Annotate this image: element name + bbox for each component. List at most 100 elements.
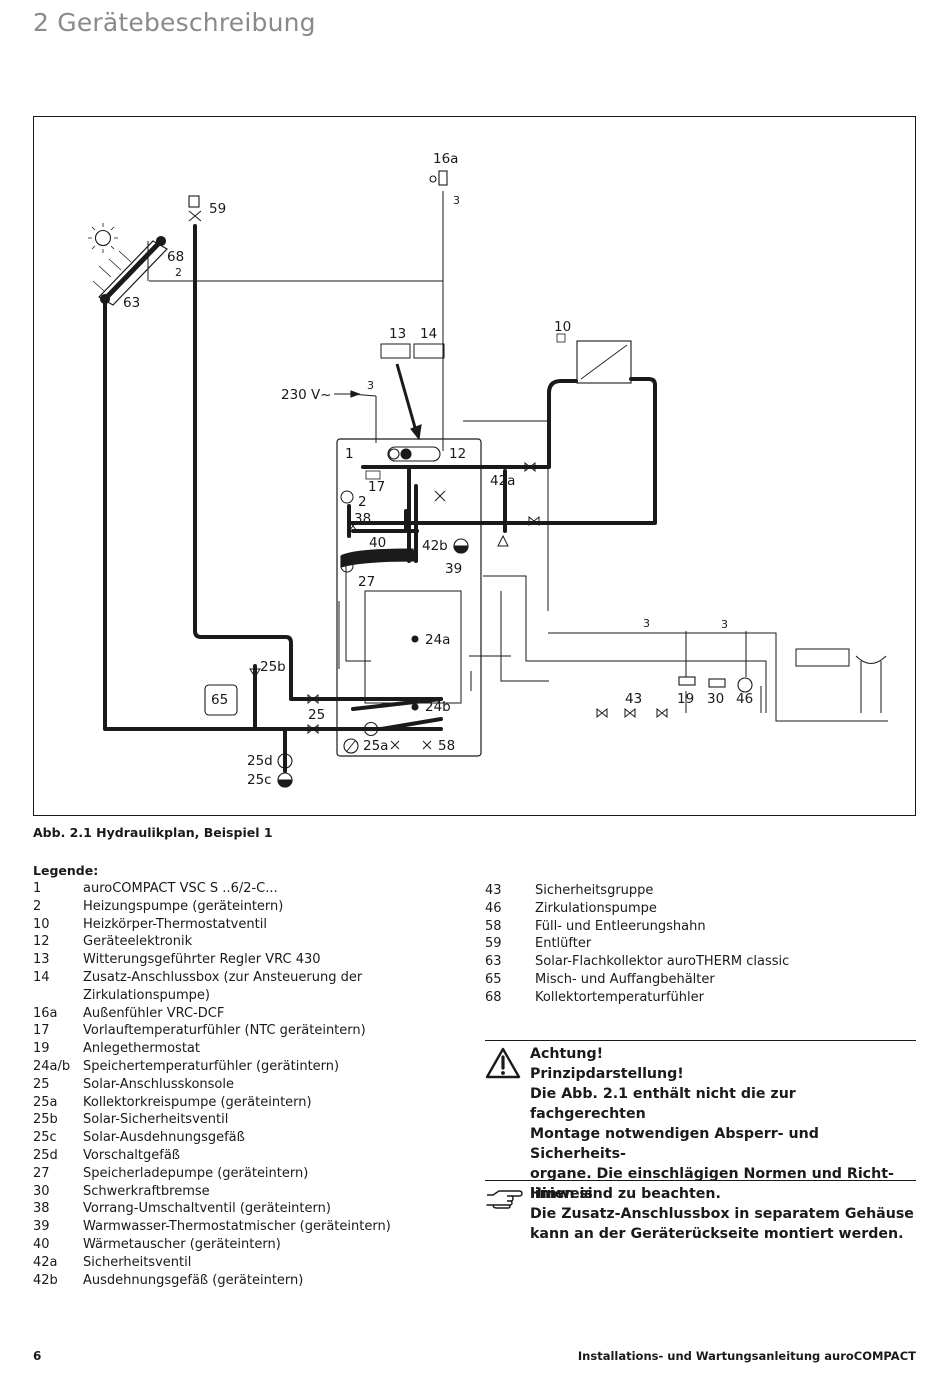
storage-tank — [364, 590, 462, 704]
label-3d: 3 — [721, 618, 728, 631]
pump-2 — [340, 490, 354, 504]
circulation-pump-46 — [737, 677, 753, 693]
label-2b: 2 — [358, 494, 367, 510]
warning-title: Achtung! — [530, 1046, 604, 1062]
pointing-hand-icon — [486, 1190, 523, 1209]
label-16a: 16a — [433, 151, 458, 167]
label-17: 17 — [368, 479, 385, 495]
pump-25a — [363, 721, 379, 737]
label-1: 1 — [345, 446, 354, 462]
hint-text-line: Die Zusatz-Anschlussbox in separatem Geh… — [530, 1206, 914, 1222]
label-68: 68 — [167, 249, 184, 265]
legend-title: Legende: — [33, 863, 99, 878]
label-24a: 24a — [425, 632, 450, 648]
label-10: 10 — [554, 319, 571, 335]
electronics-12 — [387, 446, 441, 462]
label-2a: 2 — [175, 266, 182, 279]
label-58: 58 — [438, 738, 455, 754]
hint-notice: Hinweis Die Zusatz-Anschlussbox in separ… — [485, 1180, 916, 1261]
label-65: 65 — [211, 692, 228, 708]
air-vent-59 — [188, 195, 202, 222]
label-40: 40 — [369, 535, 386, 551]
page-number: 6 — [33, 1349, 42, 1363]
footer-doc-title: Installations- und Wartungsanleitung aur… — [577, 1349, 916, 1363]
label-230v: 230 V~ — [281, 387, 332, 403]
outdoor-sensor-16a — [429, 170, 448, 186]
warning-text-line: linien sind zu beachten. — [530, 1186, 721, 1202]
hint-title: Hinweis — [530, 1186, 593, 1202]
label-25d: 25d — [247, 753, 273, 769]
label-39: 39 — [445, 561, 462, 577]
thermostat-19 — [678, 676, 696, 686]
section-title: 2 Gerätebeschreibung — [33, 8, 316, 37]
label-24b: 24b — [425, 699, 451, 715]
label-25c: 25c — [247, 772, 272, 788]
label-25a: 25a — [363, 738, 388, 754]
warning-text-line: Montage notwendigen Absperr- und Sicherh… — [530, 1126, 819, 1162]
gravity-brake-30 — [708, 678, 726, 688]
thin-lines — [147, 191, 888, 722]
warning-triangle-icon — [485, 1047, 521, 1079]
label-27: 27 — [358, 574, 375, 590]
label-30: 30 — [707, 691, 724, 707]
label-42b: 42b — [422, 538, 448, 554]
radiator-10 — [556, 333, 632, 384]
label-14: 14 — [420, 326, 437, 342]
pump-27 — [340, 559, 354, 573]
warning-notice: Achtung! Prinzipdarstellung! Die Abb. 2.… — [485, 1040, 916, 1202]
valves — [249, 461, 668, 750]
label-13: 13 — [389, 326, 406, 342]
warning-text-line: organe. Die einschlägigen Normen und Ric… — [530, 1166, 894, 1182]
label-3a: 3 — [453, 194, 460, 207]
warning-text-line: Die Abb. 2.1 enthält nicht die zur fachg… — [530, 1086, 796, 1122]
label-3b: 3 — [367, 379, 374, 392]
hint-text-line: kann an der Geräterückseite montiert wer… — [530, 1226, 904, 1242]
pre-vessel-25d — [277, 753, 293, 769]
label-46: 46 — [736, 691, 753, 707]
solar-collector — [88, 223, 168, 306]
label-42a: 42a — [490, 473, 515, 489]
heat-exchanger-40 — [340, 548, 416, 568]
mixing-container-65 — [204, 684, 238, 716]
label-3c: 3 — [643, 617, 650, 630]
label-25b: 25b — [260, 659, 286, 675]
figure-caption: Abb. 2.1 Hydraulikplan, Beispiel 1 — [33, 825, 273, 840]
label-38: 38 — [354, 511, 371, 527]
label-63: 63 — [123, 295, 140, 311]
manometer — [343, 738, 359, 754]
warning-subtitle: Prinzipdarstellung! — [530, 1066, 684, 1082]
label-25: 25 — [308, 707, 325, 723]
label-12: 12 — [449, 446, 466, 462]
controller-13 — [380, 343, 411, 359]
hydraulic-diagram: 16a 3 59 68 2 63 13 14 10 230 V~ 3 1 12 … — [33, 116, 916, 816]
